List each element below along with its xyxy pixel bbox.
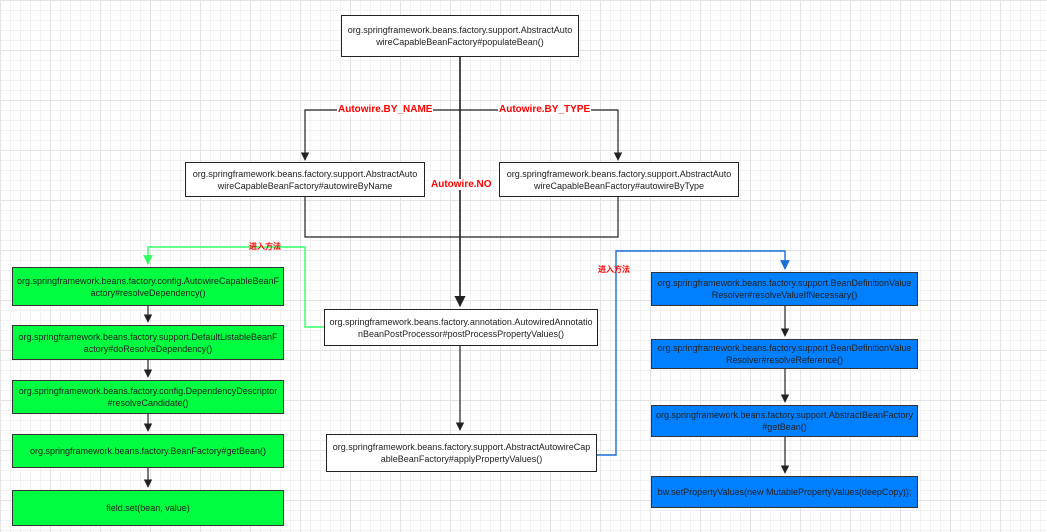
node-autowire-by-type-text: org.springframework.beans.factory.suppor… <box>506 168 732 191</box>
node-post-process-property-values-text: org.springframework.beans.factory.annota… <box>329 316 593 339</box>
node-autowire-by-name[interactable]: org.springframework.beans.factory.suppor… <box>185 162 425 197</box>
node-bean-factory-get-bean[interactable]: org.springframework.beans.factory.BeanFa… <box>12 434 284 468</box>
edge-by-name <box>300 109 460 161</box>
node-bw-set-property-values-text: bw.setPropertyValues(new MutableProperty… <box>657 487 912 497</box>
node-resolve-candidate[interactable]: org.springframework.beans.factory.config… <box>12 380 284 414</box>
node-apply-property-values-text: org.springframework.beans.factory.suppor… <box>332 442 591 464</box>
node-resolve-dependency-text: org.springframework.beans.factory.config… <box>17 275 279 298</box>
node-autowire-by-name-text: org.springframework.beans.factory.suppor… <box>192 168 418 191</box>
label-by-name: Autowire.BY_NAME <box>337 104 434 115</box>
label-enter-method-right: 进入方法 <box>598 265 630 274</box>
edge-join-autowire <box>304 197 619 238</box>
node-resolve-dependency[interactable]: org.springframework.beans.factory.config… <box>12 267 284 306</box>
node-do-resolve-dependency[interactable]: org.springframework.beans.factory.suppor… <box>12 325 284 360</box>
node-field-set-text: field.set(bean, value) <box>106 503 190 513</box>
label-enter-method-left: 进入方法 <box>249 242 281 251</box>
node-post-process-property-values[interactable]: org.springframework.beans.factory.annota… <box>324 309 598 346</box>
node-resolve-value-if-necessary[interactable]: org.springframework.beans.factory.suppor… <box>651 272 918 306</box>
label-by-type: Autowire.BY_TYPE <box>498 104 592 115</box>
node-bean-factory-get-bean-text: org.springframework.beans.factory.BeanFa… <box>30 446 266 456</box>
node-do-resolve-dependency-text: org.springframework.beans.factory.suppor… <box>18 331 278 354</box>
node-bw-set-property-values[interactable]: bw.setPropertyValues(new MutableProperty… <box>651 476 918 508</box>
node-abstract-bean-factory-get-bean[interactable]: org.springframework.beans.factory.suppor… <box>651 405 918 437</box>
node-apply-property-values[interactable]: org.springframework.beans.factory.suppor… <box>326 434 597 472</box>
edge-enter-resolve-value <box>597 250 790 456</box>
label-no: Autowire.NO <box>430 179 493 190</box>
node-abstract-bean-factory-get-bean-text: org.springframework.beans.factory.suppor… <box>656 410 913 432</box>
node-populate-bean-text: org.springframework.beans.factory.suppor… <box>347 25 573 47</box>
node-autowire-by-type[interactable]: org.springframework.beans.factory.suppor… <box>499 162 739 197</box>
edge-enter-resolve-dependency <box>143 246 324 328</box>
node-field-set[interactable]: field.set(bean, value) <box>12 490 284 526</box>
node-resolve-reference[interactable]: org.springframework.beans.factory.suppor… <box>651 339 918 369</box>
node-resolve-candidate-text: org.springframework.beans.factory.config… <box>18 386 278 408</box>
edge-by-type <box>460 109 623 161</box>
node-resolve-value-if-necessary-text: org.springframework.beans.factory.suppor… <box>657 278 912 300</box>
node-populate-bean[interactable]: org.springframework.beans.factory.suppor… <box>341 15 579 57</box>
node-resolve-reference-text: org.springframework.beans.factory.suppor… <box>657 343 912 365</box>
